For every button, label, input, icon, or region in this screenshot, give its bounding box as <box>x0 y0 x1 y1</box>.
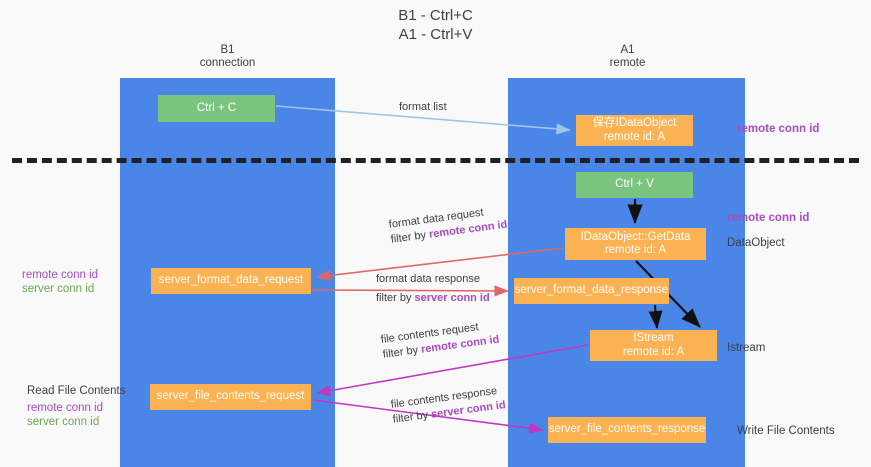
lane-header-a1-subtitle: remote <box>609 57 646 69</box>
box-ctrl-c[interactable]: Ctrl + C <box>158 95 275 122</box>
box-istream-remote-id: remote id: A <box>622 345 685 358</box>
box-server-format-data-request-label: server_format_data_request <box>158 274 304 287</box>
label-format-data-response-filter: filter by server conn id <box>376 291 490 306</box>
lane-header-b1-subtitle: connection <box>199 57 256 69</box>
annotation-left-conn-ids-2: remote conn id server conn id <box>27 401 103 429</box>
annotation-left-conn-ids-1: remote conn id server conn id <box>22 268 98 296</box>
arrow-file-contents-request <box>316 344 589 397</box>
lane-header-b1: B1 connection <box>145 44 310 70</box>
box-server-format-data-response-label: server_format_data_response <box>514 284 669 297</box>
filter-prefix: filter by <box>390 228 430 246</box>
annotation-left-server-conn-id-1: server conn id <box>22 283 95 295</box>
label-format-data-response: format data response filter by server co… <box>376 272 490 306</box>
arrow-response-to-istream <box>648 304 663 329</box>
phase-divider <box>12 158 859 163</box>
box-istream-label: IStream <box>633 332 674 344</box>
label-format-list: format list <box>399 100 447 115</box>
label-format-list-text: format list <box>399 101 447 113</box>
box-istream[interactable]: IStream remote id: A <box>590 330 717 361</box>
lane-header-b1-name: B1 <box>220 44 235 56</box>
annotation-left-remote-conn-id-1: remote conn id <box>22 269 99 281</box>
box-getdata-label: IDataObject::GetData <box>580 230 691 243</box>
annotation-istream: Istream <box>727 342 766 354</box>
arrow-format-data-request <box>316 247 564 281</box>
annotation-dataobject: DataObject <box>727 237 785 249</box>
annotation-read-file-contents: Read File Contents <box>27 385 126 397</box>
box-getdata-remote-id: remote id: A <box>604 244 667 256</box>
box-ctrl-v[interactable]: Ctrl + V <box>576 172 693 198</box>
box-ctrl-c-label: Ctrl + C <box>196 101 237 114</box>
arrow-file-contents-response <box>312 399 544 434</box>
title-line-2: A1 - Ctrl+V <box>398 26 473 43</box>
box-idataobject-getdata[interactable]: IDataObject::GetData remote id: A <box>565 228 706 260</box>
annotation-left-remote-conn-id-2: remote conn id <box>27 402 104 414</box>
filter-id-server-conn: server conn id <box>414 292 490 304</box>
filter-prefix: filter by <box>382 343 422 361</box>
box-server-file-contents-response-label: server_file_contents_response <box>548 423 706 436</box>
arrow-format-data-response <box>311 285 509 297</box>
box-server-file-contents-request-label: server_file_contents_request <box>156 390 305 403</box>
title-line-1: B1 - Ctrl+C <box>398 7 473 24</box>
box-server-format-data-response[interactable]: server_format_data_response <box>514 278 669 304</box>
lane-header-a1-name: A1 <box>620 44 635 56</box>
lane-header-a1: A1 remote <box>540 44 715 70</box>
annotation-remote-conn-id-top: remote conn id <box>737 123 820 135</box>
box-idataobject-label: 保存IDataObject <box>592 117 677 129</box>
annotation-write-file-contents: Write File Contents <box>737 425 835 437</box>
box-idataobject-remote-id: remote id: A <box>603 130 666 143</box>
page-title: B1 - Ctrl+C A1 - Ctrl+V <box>0 6 871 44</box>
box-idataobject[interactable]: 保存IDataObject remote id: A <box>576 115 693 146</box>
box-server-file-contents-request[interactable]: server_file_contents_request <box>150 384 311 410</box>
arrow-format-list <box>275 105 571 135</box>
filter-prefix: filter by <box>392 408 432 426</box>
box-ctrl-v-label: Ctrl + V <box>615 178 654 191</box>
box-server-format-data-request[interactable]: server_format_data_request <box>151 268 311 294</box>
filter-prefix: filter by <box>376 292 415 304</box>
annotation-remote-conn-id-mid: remote conn id <box>727 212 810 224</box>
label-format-data-response-title: format data response <box>376 273 480 285</box>
annotation-left-server-conn-id-2: server conn id <box>27 416 100 428</box>
box-server-file-contents-response[interactable]: server_file_contents_response <box>548 417 706 443</box>
